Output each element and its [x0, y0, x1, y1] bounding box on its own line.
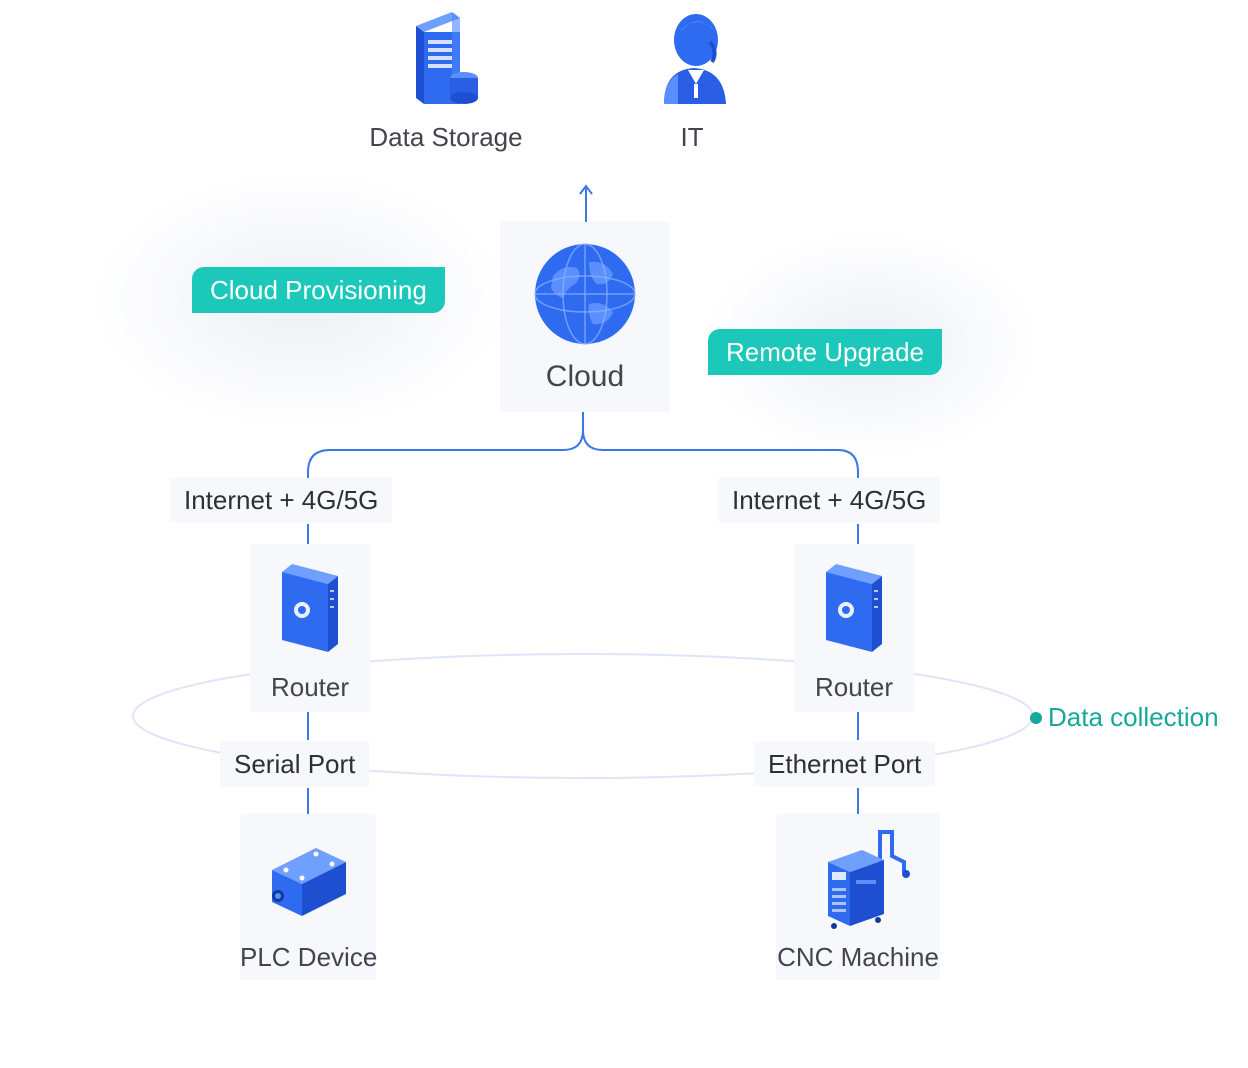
data-collection-label: Data collection: [1048, 702, 1219, 732]
it-node: IT: [640, 10, 744, 160]
right-device-node: CNC Machine: [776, 814, 940, 980]
right-router-node: Router: [794, 544, 914, 712]
it-label: IT: [680, 122, 704, 152]
left-network-label: Internet + 4G/5G: [170, 478, 393, 522]
data-storage-node: Data Storage: [364, 10, 528, 160]
left-router-node: Router: [250, 544, 370, 712]
right-port-label: Ethernet Port: [754, 742, 936, 786]
router-icon: [282, 564, 338, 652]
left-router-label: Router: [270, 672, 350, 702]
left-port-label: Serial Port: [220, 742, 370, 786]
server-database-icon: [416, 12, 478, 104]
right-network-label: Internet + 4G/5G: [718, 478, 941, 522]
data-collection-dot: [1030, 712, 1042, 724]
cnc-machine-icon: [828, 830, 910, 929]
left-device-label: PLC Device: [240, 942, 378, 972]
right-device-label: CNC Machine: [777, 942, 939, 972]
plc-device-icon: [272, 848, 346, 916]
left-device-node: PLC Device: [240, 814, 378, 980]
cloud-node: Cloud: [500, 222, 670, 412]
globe-icon: [534, 243, 636, 345]
right-router-label: Router: [814, 672, 894, 702]
cloud-provisioning-badge: Cloud Provisioning: [192, 267, 445, 313]
remote-upgrade-badge: Remote Upgrade: [708, 329, 942, 375]
cloud-label: Cloud: [545, 360, 625, 393]
cloud-up-arrow-head: [579, 184, 593, 195]
branch-bracket: [307, 412, 859, 480]
data-storage-label: Data Storage: [369, 122, 523, 152]
router-icon: [826, 564, 882, 652]
it-person-icon: [664, 14, 726, 104]
